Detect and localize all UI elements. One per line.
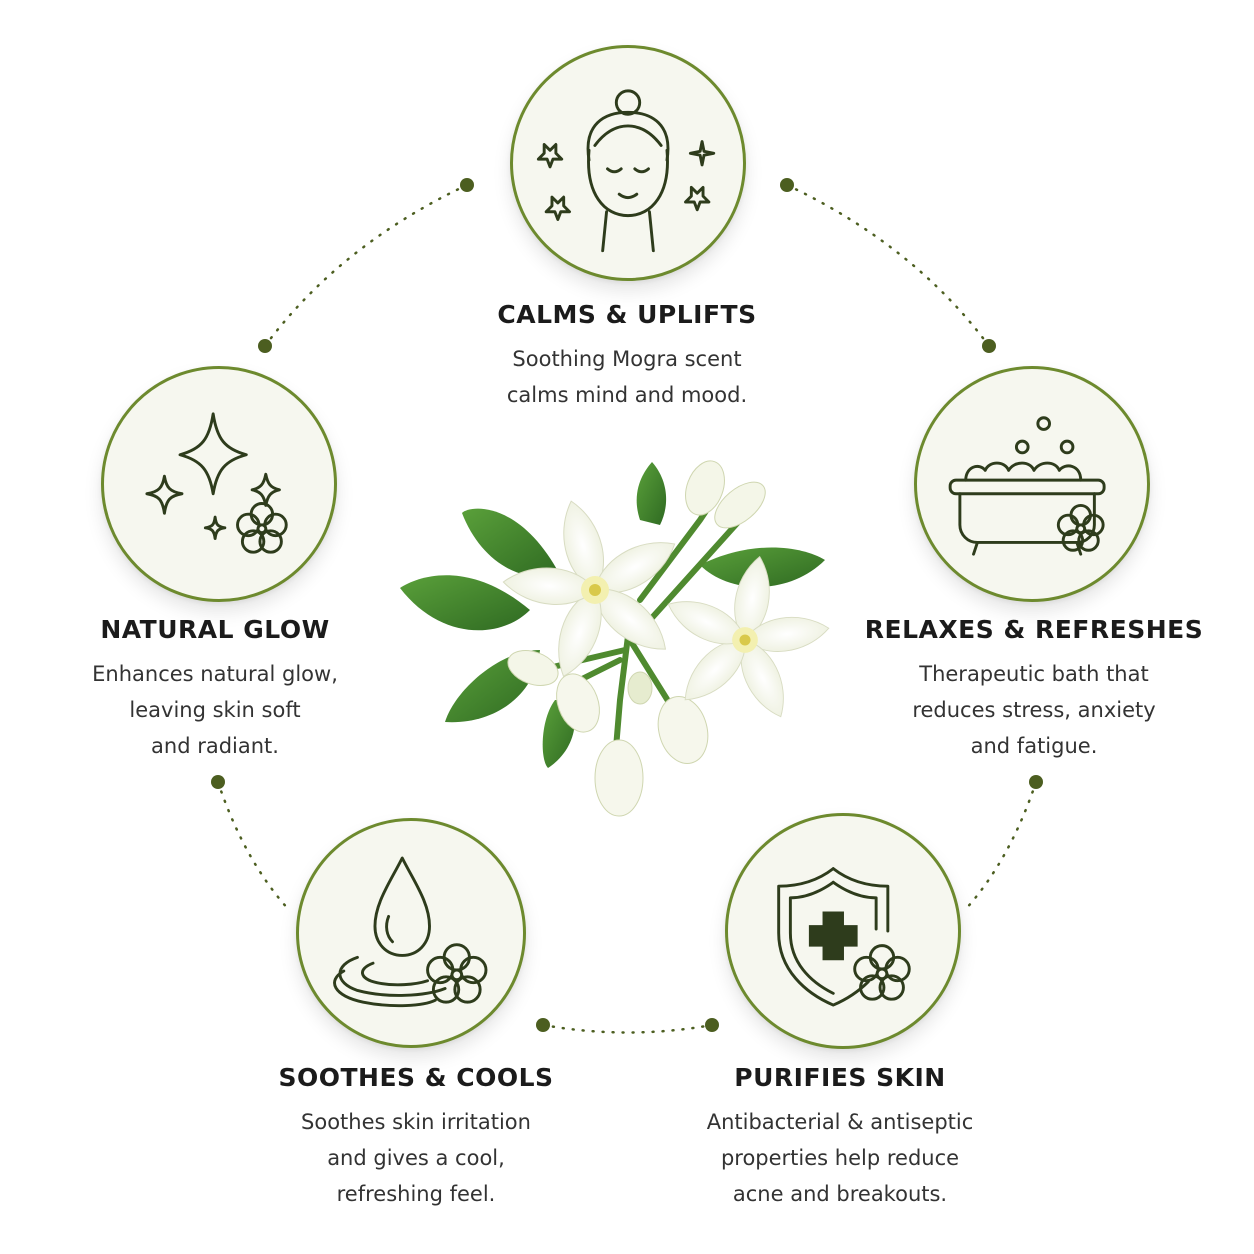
jasmine-flower [501, 495, 685, 684]
description-line: Antibacterial & antiseptic [706, 1110, 974, 1134]
connector-dot [1029, 775, 1043, 789]
benefit-description: Antibacterial & antiseptic properties he… [670, 1104, 1010, 1212]
calms-uplifts-caption: CALMS & UPLIFTS Soothing Mogra scent cal… [457, 300, 797, 413]
shield-cross-icon [777, 867, 911, 1007]
relaxes-refreshes-badge [914, 366, 1150, 602]
connector-bottom [541, 1023, 714, 1034]
description-line: and gives a cool, [327, 1146, 505, 1170]
description-line: refreshing feel. [336, 1182, 496, 1206]
connector-top-right [785, 183, 991, 348]
purifies-skin-caption: PURIFIES SKIN Antibacterial & antiseptic… [670, 1063, 1010, 1212]
soothes-cools-caption: SOOTHES & COOLS Soothes skin irritation … [246, 1063, 586, 1212]
purifies-skin-badge [725, 813, 961, 1049]
benefit-description: Enhances natural glow, leaving skin soft… [45, 656, 385, 764]
description-line: Soothing Mogra scent [512, 347, 742, 371]
sparkles-icon [145, 412, 288, 554]
description-line: calms mind and mood. [506, 383, 748, 407]
description-line: acne and breakouts. [732, 1182, 948, 1206]
connector-dot [780, 178, 794, 192]
connector-dot [258, 339, 272, 353]
benefit-title: RELAXES & REFRESHES [864, 615, 1204, 644]
benefit-title: NATURAL GLOW [100, 615, 330, 644]
connector-dot [536, 1018, 550, 1032]
connector-dot [211, 775, 225, 789]
connector-left [216, 780, 291, 912]
benefit-title: CALMS & UPLIFTS [497, 300, 757, 329]
serene-face-icon [536, 89, 716, 253]
water-drop-icon [333, 856, 488, 1008]
connector-top-left [263, 183, 469, 348]
relaxes-refreshes-caption: RELAXES & REFRESHES Therapeutic bath tha… [864, 615, 1204, 764]
jasmine-flower-icon [236, 502, 288, 554]
benefit-description: Therapeutic bath that reduces stress, an… [864, 656, 1204, 764]
connector-dot [460, 178, 474, 192]
description-line: leaving skin soft [129, 698, 301, 722]
natural-glow-badge [101, 366, 337, 602]
bathtub-icon [948, 416, 1106, 556]
connector-right [963, 780, 1038, 912]
description-line: Soothes skin irritation [301, 1110, 531, 1134]
benefit-title: SOOTHES & COOLS [278, 1063, 554, 1092]
jasmine-flower-icon [1056, 503, 1105, 552]
connector-dot [705, 1018, 719, 1032]
soothes-cools-badge [296, 818, 526, 1048]
description-line: reduces stress, anxiety [912, 698, 1156, 722]
jasmine-flower-icon [853, 944, 911, 1001]
description-line: and radiant. [151, 734, 279, 758]
description-line: Enhances natural glow, [92, 662, 338, 686]
calms-uplifts-badge [510, 45, 746, 281]
benefit-description: Soothing Mogra scent calms mind and mood… [457, 341, 797, 413]
description-line: Therapeutic bath that [919, 662, 1149, 686]
jasmine-flower-icon [426, 943, 488, 1004]
benefit-description: Soothes skin irritation and gives a cool… [246, 1104, 586, 1212]
connector-dot [982, 339, 996, 353]
jasmine-flower [660, 553, 832, 725]
natural-glow-caption: NATURAL GLOW Enhances natural glow, leav… [45, 615, 385, 764]
flower-buds [507, 460, 766, 817]
description-line: and fatigue. [970, 734, 1098, 758]
benefit-title: PURIFIES SKIN [734, 1063, 946, 1092]
description-line: properties help reduce [720, 1146, 960, 1170]
